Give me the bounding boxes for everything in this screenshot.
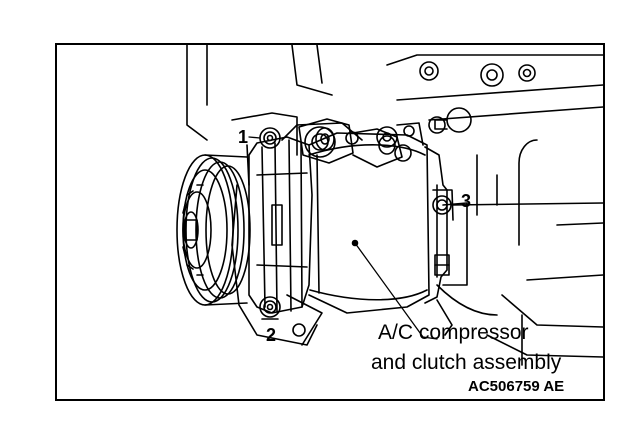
leader-lines [248,136,438,340]
caption-line-1: A/C compressor [378,321,529,344]
compressor-body [308,132,430,314]
diagram-frame: 1 2 3 A/C compressor and clutch assembly… [55,43,605,401]
bolt-3 [432,189,454,221]
refrigerant-fittings [298,116,446,168]
compressor-rear-head [424,146,468,336]
bolt-1 [259,127,281,149]
compressor-illustration [176,45,603,366]
compressor-front-housing [248,136,313,314]
engine-block-outline [186,45,603,366]
callout-3: 3 [461,191,472,211]
callout-1: 1 [238,127,249,147]
caption-line-2: and clutch assembly [371,351,562,374]
rear-lower-bolt [434,254,450,276]
clutch-pulley [176,154,251,306]
callout-2: 2 [266,325,277,345]
bolt-2 [259,296,281,320]
figure-id: AC506759 AE [468,378,565,395]
bracket-bolts [281,61,536,158]
